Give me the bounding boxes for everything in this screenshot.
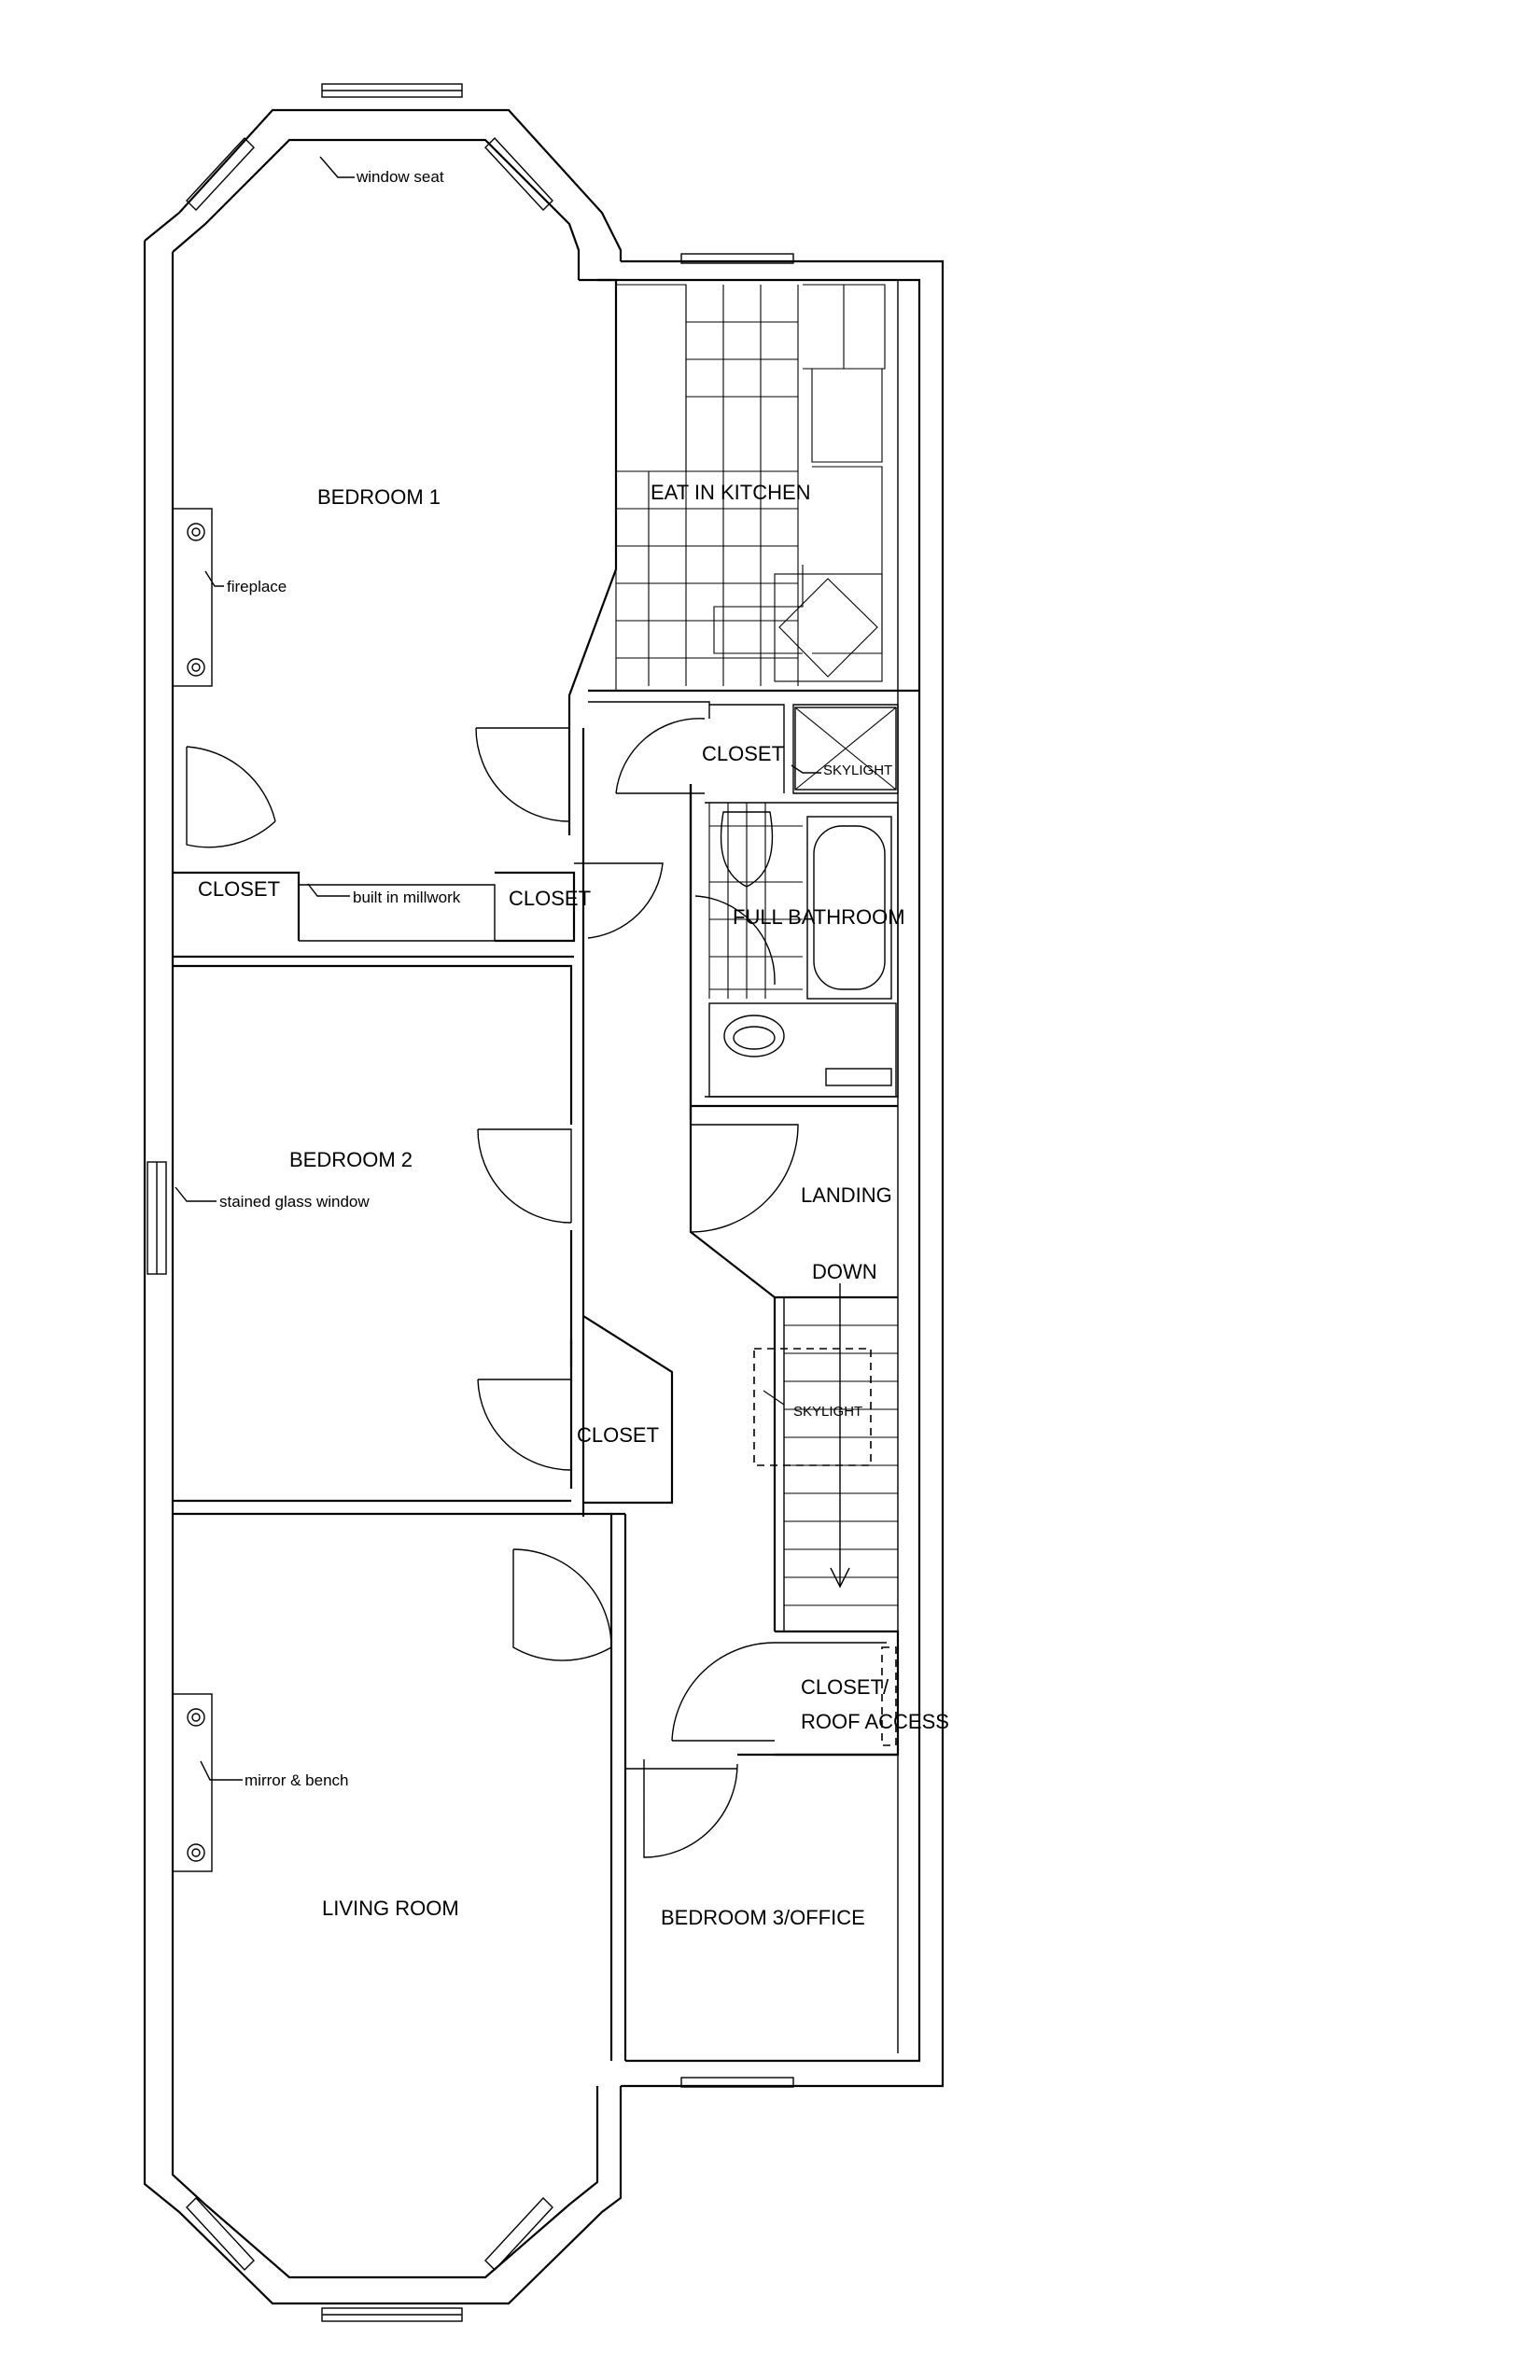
- room-labels: BEDROOM 1 EAT IN KITCHEN CLOSET SKYLIGHT…: [198, 481, 949, 1929]
- label-skylight-bath: SKYLIGHT: [823, 763, 892, 778]
- note-millwork: built in millwork: [353, 889, 461, 906]
- note-fireplace: fireplace: [227, 578, 287, 595]
- interior-walls: [173, 278, 919, 2061]
- mirror-bench: [172, 1693, 213, 1872]
- exterior-walls: [143, 108, 945, 2305]
- label-landing: LANDING: [801, 1183, 892, 1207]
- label-bedroom1: BEDROOM 1: [317, 485, 441, 509]
- label-closet-bed1-a: CLOSET: [198, 877, 280, 901]
- label-bedroom3: BEDROOM 3/OFFICE: [661, 1906, 865, 1929]
- label-kitchen: EAT IN KITCHEN: [651, 481, 811, 504]
- note-stained-glass: stained glass window: [219, 1193, 370, 1211]
- note-mirror-bench: mirror & bench: [245, 1771, 348, 1789]
- fireplace: [172, 508, 213, 687]
- roof-access-hatch: [881, 1646, 897, 1746]
- staircase: [753, 1283, 898, 1606]
- label-bathroom: FULL BATHROOM: [733, 905, 905, 929]
- label-closet-roof-1: CLOSET/: [801, 1675, 889, 1699]
- label-closet-roof-2: ROOF ACCESS: [801, 1710, 949, 1733]
- label-bedroom2: BEDROOM 2: [289, 1148, 413, 1171]
- label-closet-bed1-b: CLOSET: [509, 887, 591, 910]
- bathroom-fixtures: [708, 707, 897, 1098]
- stained-glass-window: [147, 1161, 167, 1275]
- label-closet-bed2: CLOSET: [577, 1423, 659, 1447]
- window-kitchen: [680, 253, 794, 264]
- label-skylight-stair: SKYLIGHT: [793, 1404, 862, 1420]
- bay-window-top: [186, 83, 553, 212]
- doors: [186, 718, 799, 1858]
- note-window-seat: window seat: [356, 168, 444, 186]
- label-closet-kitchen: CLOSET: [702, 742, 784, 765]
- annotation-labels: window seat fireplace built in millwork …: [219, 168, 461, 1789]
- kitchen-tiles: [615, 284, 886, 691]
- label-down: DOWN: [812, 1260, 877, 1283]
- leader-arrows: [175, 156, 821, 1781]
- window-bedroom3: [680, 2077, 794, 2088]
- bay-window-bottom: [186, 2196, 553, 2322]
- label-living: LIVING ROOM: [322, 1897, 459, 1920]
